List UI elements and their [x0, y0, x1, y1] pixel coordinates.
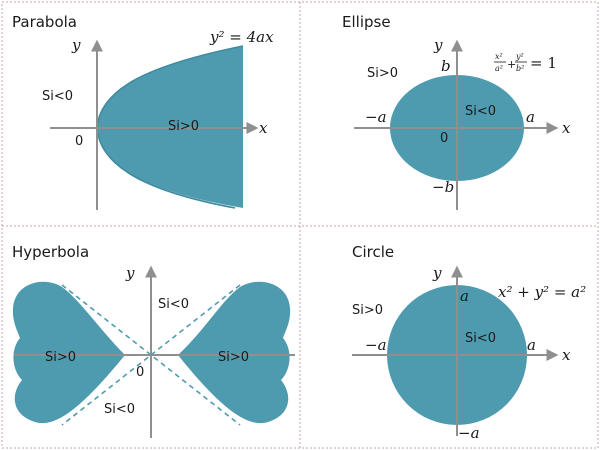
circle-right-a-label: a: [527, 336, 536, 354]
hyperbola-bottom-outside-label: Si<0: [104, 402, 135, 417]
parabola-equation: y² = 4ax: [209, 28, 274, 46]
parabola-title: Parabola: [12, 13, 77, 31]
hyperbola-right-region: [178, 281, 291, 424]
ellipse-eq-y-num: y²: [515, 52, 524, 61]
hyperbola-left-region: [12, 281, 126, 424]
circle-top-a-label: a: [460, 287, 469, 305]
circle-inside-label: Si<0: [465, 331, 496, 346]
hyperbola-top-outside-label: Si<0: [158, 297, 189, 312]
hyperbola-left-inside-label: Si>0: [45, 350, 76, 365]
circle-x-label: x: [562, 346, 571, 364]
hyperbola-panel: Hyperbola y 0 Si<0 Si<0 Si>0 Si>0: [12, 243, 295, 438]
ellipse-eq-y-den: b²: [516, 64, 524, 73]
ellipse-minus-b-label: −b: [432, 178, 454, 196]
circle-y-label: y: [432, 264, 442, 282]
hyperbola-right-inside-label: Si>0: [218, 350, 249, 365]
hyperbola-asymptote-falling: [61, 284, 241, 426]
ellipse-a-label: a: [526, 108, 535, 126]
ellipse-inside-label: Si<0: [465, 104, 496, 119]
ellipse-eq-rhs: = 1: [530, 54, 557, 72]
parabola-upper-curve: [96, 45, 244, 129]
circle-panel: Circle y x a −a −a a Si>0 Si<0 x² + y² =…: [352, 243, 586, 442]
parabola-lower-curve: [96, 127, 236, 209]
parabola-x-label: x: [259, 119, 268, 137]
ellipse-y-label: y: [433, 36, 443, 54]
parabola-outside-label: Si<0: [42, 89, 73, 104]
circle-left-a-label: −a: [365, 336, 387, 354]
ellipse-panel: Ellipse y x 0 b −b −a a Si>0 Si<0 x² a² …: [342, 13, 571, 210]
ellipse-minus-a-label: −a: [365, 108, 387, 126]
ellipse-b-label: b: [441, 57, 451, 75]
parabola-inside-label: Si>0: [168, 119, 199, 134]
circle-title: Circle: [352, 243, 394, 261]
ellipse-equation: x² a² + y² b² = 1: [494, 52, 557, 73]
circle-outside-label: Si>0: [352, 303, 383, 318]
circle-bottom-a-label: −a: [458, 424, 480, 442]
parabola-panel: Parabola y x 0 y² = 4ax Si<0 Si>0: [12, 13, 274, 210]
hyperbola-asymptote-rising: [61, 284, 241, 426]
ellipse-eq-plus: +: [507, 58, 516, 71]
hyperbola-title: Hyperbola: [12, 243, 89, 261]
hyperbola-origin: 0: [136, 365, 144, 380]
parabola-origin: 0: [75, 134, 83, 149]
ellipse-title: Ellipse: [342, 13, 391, 31]
ellipse-origin: 0: [440, 131, 448, 146]
ellipse-x-label: x: [562, 119, 571, 137]
hyperbola-y-label: y: [125, 264, 135, 282]
parabola-y-label: y: [71, 36, 81, 54]
ellipse-eq-x-num: x²: [495, 52, 503, 61]
ellipse-outside-label: Si>0: [367, 66, 398, 81]
ellipse-eq-x-den: a²: [495, 64, 503, 73]
circle-equation: x² + y² = a²: [498, 283, 586, 301]
